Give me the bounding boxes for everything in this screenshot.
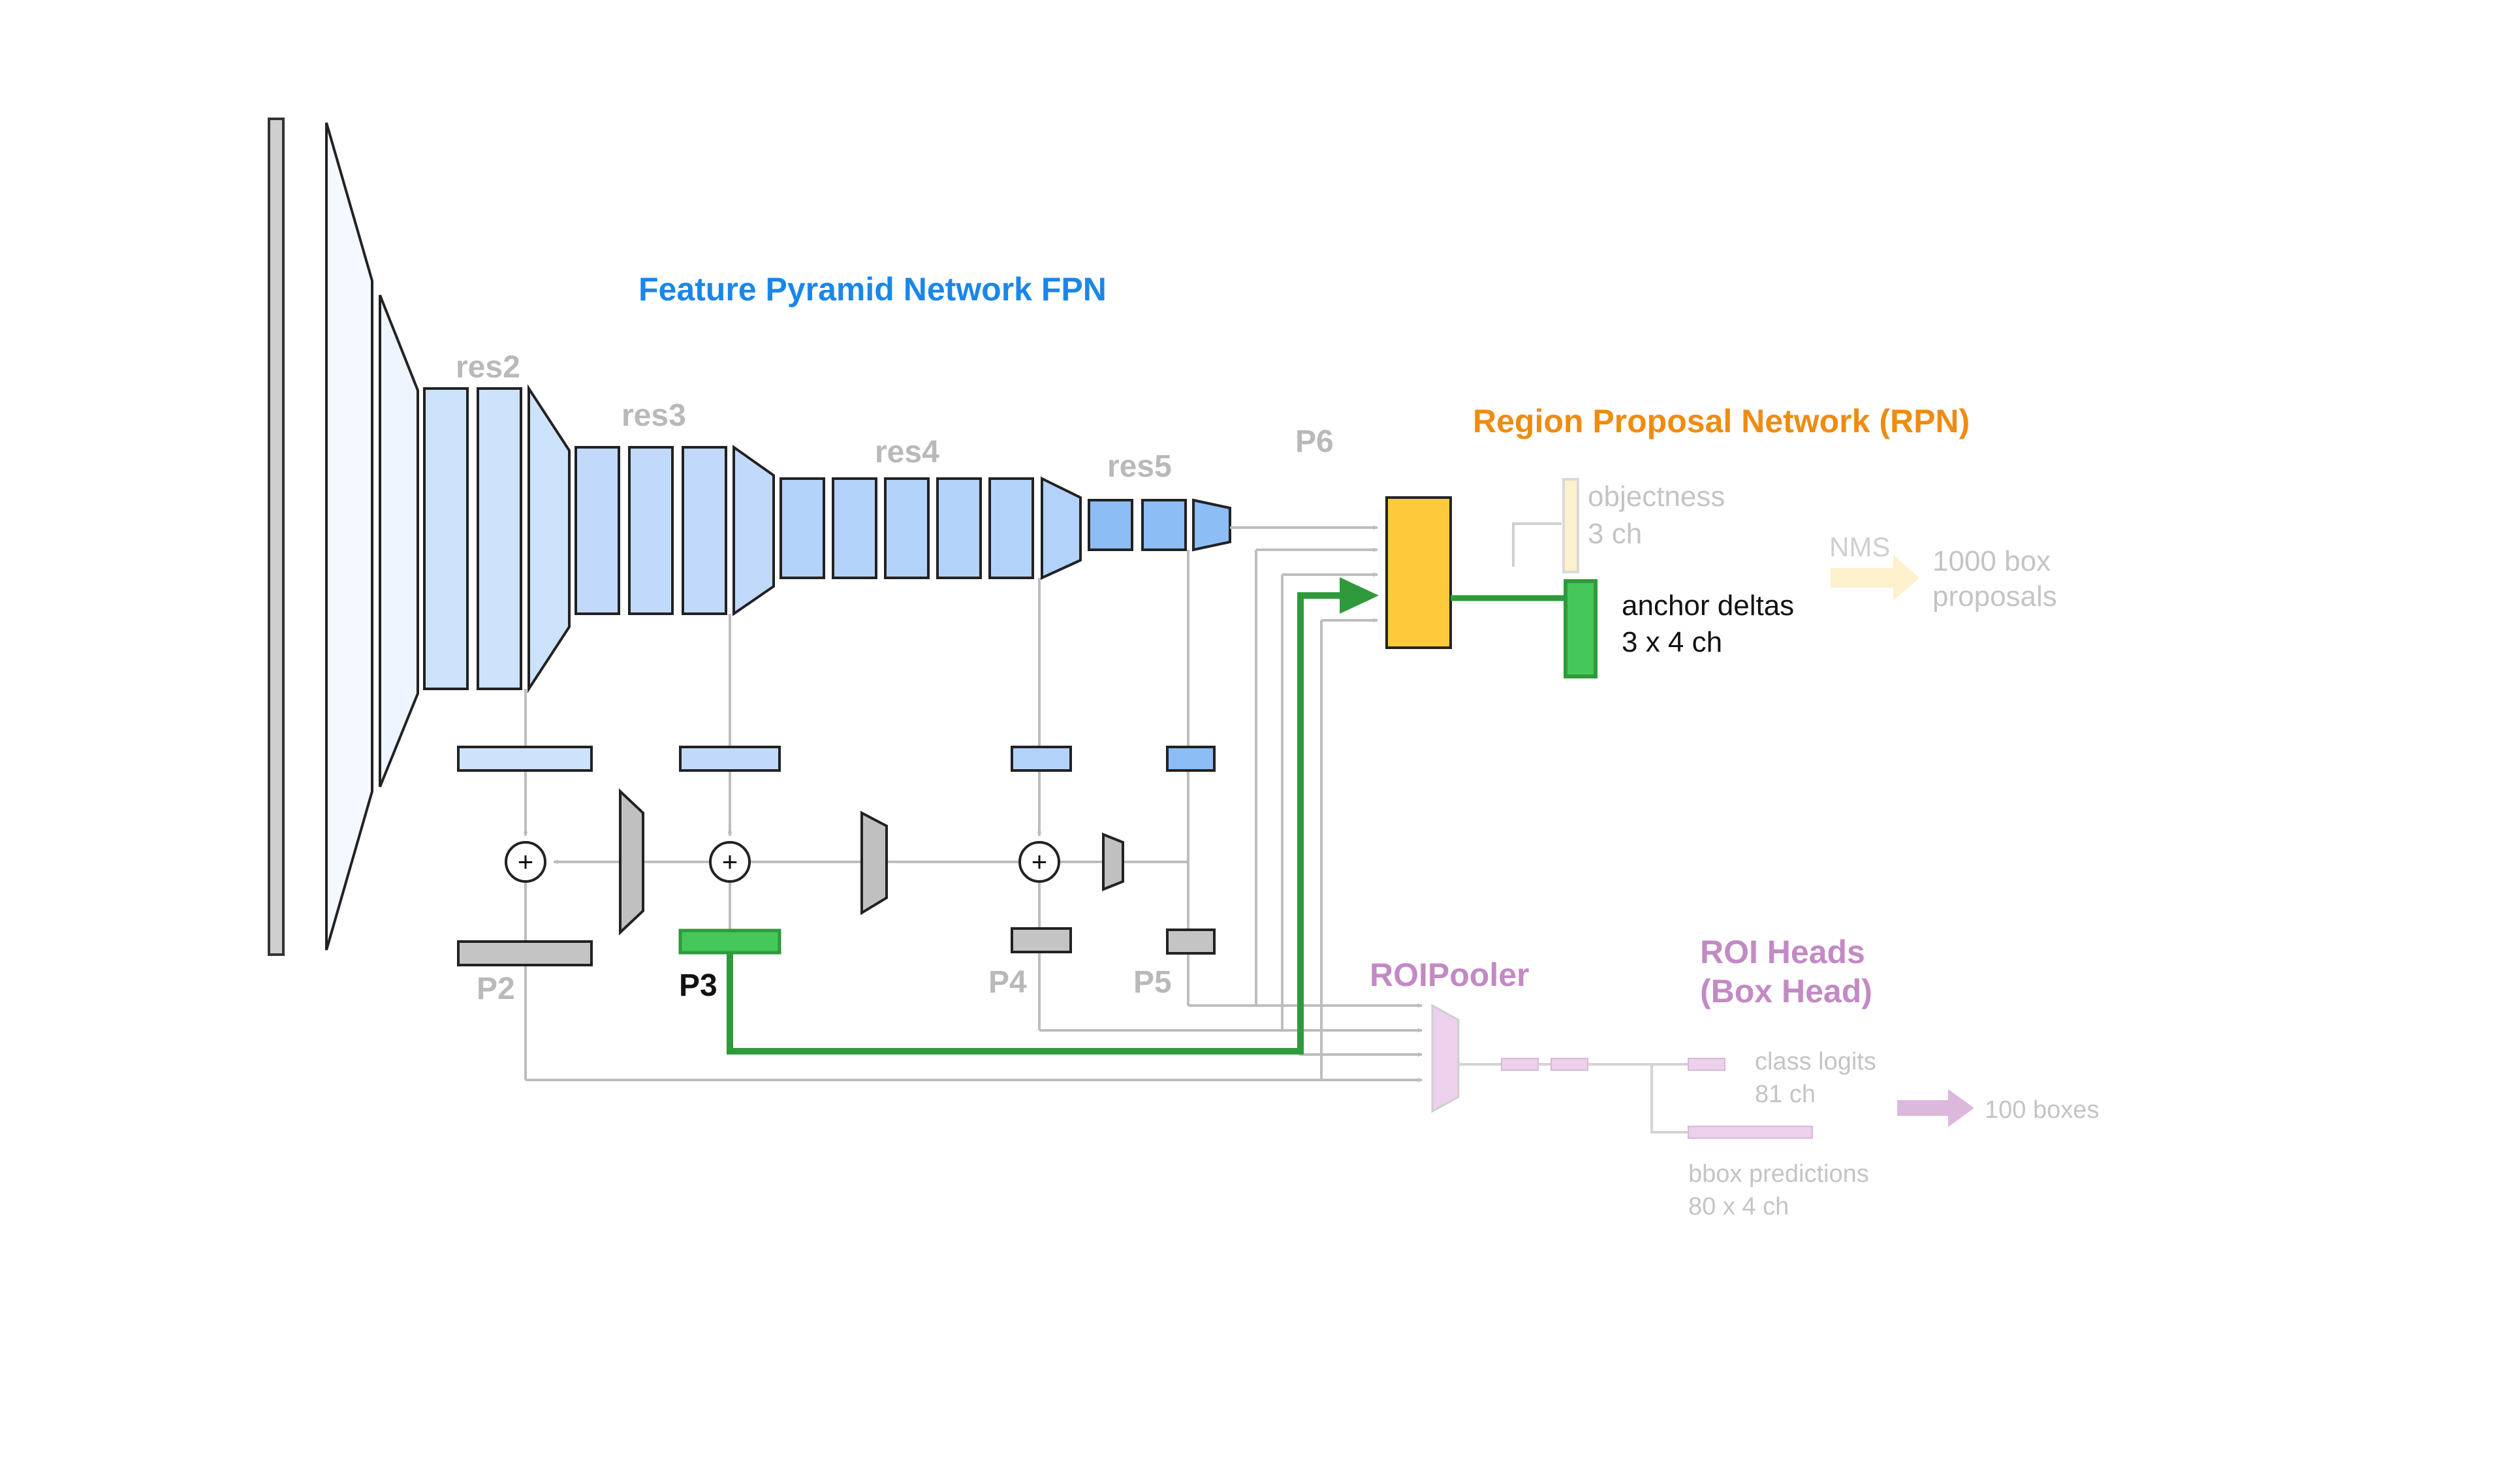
lateral-conv-p2 bbox=[457, 746, 593, 772]
sum-node-p4-symbol: + bbox=[1032, 846, 1048, 877]
res3-label: res3 bbox=[622, 398, 686, 433]
res4-downsample bbox=[1041, 476, 1082, 580]
boxes-label: 100 boxes bbox=[1985, 1096, 2099, 1124]
res5-downsample bbox=[1192, 498, 1231, 552]
box-head-fc1 bbox=[1501, 1058, 1539, 1071]
res2-stage bbox=[423, 384, 571, 693]
res4-label: res4 bbox=[875, 435, 939, 469]
p4-label: P4 bbox=[988, 965, 1027, 1000]
fpn-title: Feature Pyramid Network FPN bbox=[638, 271, 1107, 308]
sum-node-p4 bbox=[1018, 841, 1060, 883]
objectness-channels: 3 ch bbox=[1588, 518, 1642, 550]
output-conv-p2 bbox=[457, 940, 593, 966]
stem-trapezoid bbox=[325, 122, 373, 951]
p3-label: P3 bbox=[679, 968, 717, 1003]
labels: Feature Pyramid Network FPN Region Propo… bbox=[456, 271, 2099, 1220]
roi-heads bbox=[1431, 1004, 1974, 1139]
objectness-output bbox=[1562, 478, 1579, 573]
rpn-head bbox=[1385, 496, 1452, 649]
nms-arrow bbox=[1831, 555, 1919, 601]
res2-block bbox=[423, 387, 469, 690]
upsample-p5-to-p4 bbox=[1102, 833, 1124, 891]
fpn-connections bbox=[523, 525, 1423, 1083]
res4-block bbox=[832, 477, 877, 579]
sum-node-p2 bbox=[505, 841, 546, 883]
roi-heads-subtitle: (Box Head) bbox=[1700, 973, 1872, 1009]
rpn bbox=[1385, 478, 1919, 678]
lateral-conv-p4 bbox=[1011, 746, 1072, 772]
upsample-p3-to-p2 bbox=[619, 788, 644, 936]
sum-node-p3-symbol: + bbox=[722, 846, 738, 877]
fpn-output-convs bbox=[457, 927, 1216, 966]
p2-label: P2 bbox=[477, 972, 515, 1006]
res3-stage bbox=[575, 445, 775, 616]
p3-arrowhead bbox=[1340, 577, 1379, 614]
res2-downsample bbox=[528, 384, 571, 693]
bbox-pred-channels: 80 x 4 ch bbox=[1688, 1193, 1789, 1220]
res5-stage bbox=[1088, 498, 1231, 552]
fpn-upsample bbox=[619, 788, 1124, 936]
bbox-pred-label: bbox predictions bbox=[1688, 1160, 1869, 1188]
res2-block bbox=[477, 387, 522, 690]
sum-node-p3 bbox=[709, 841, 751, 883]
class-logits-output bbox=[1688, 1058, 1725, 1071]
output-conv-p5 bbox=[1166, 928, 1216, 955]
res5-label: res5 bbox=[1107, 449, 1172, 484]
proposals-label: 1000 box bbox=[1932, 545, 2051, 577]
sum-node-p2-symbol: + bbox=[518, 846, 534, 877]
backbone bbox=[268, 118, 1231, 956]
output-conv-p4 bbox=[1011, 927, 1072, 953]
res4-stage bbox=[780, 476, 1082, 580]
upsample-p4-to-p3 bbox=[860, 810, 888, 915]
fpn-sums: + + + bbox=[505, 841, 1060, 883]
res4-block bbox=[780, 477, 825, 579]
p6-label: P6 bbox=[1295, 424, 1334, 459]
res4-block bbox=[884, 477, 930, 579]
class-logits-channels: 81 ch bbox=[1755, 1081, 1816, 1108]
stem-trapezoid-2 bbox=[379, 294, 419, 787]
boxes-arrow bbox=[1897, 1089, 1974, 1127]
res4-block bbox=[988, 477, 1034, 579]
anchor-deltas-channels: 3 x 4 ch bbox=[1622, 626, 1722, 658]
box-head-fc2 bbox=[1551, 1058, 1588, 1071]
rpn-title: Region Proposal Network (RPN) bbox=[1473, 403, 1970, 439]
res3-block bbox=[628, 446, 674, 615]
anchor-deltas-label: anchor deltas bbox=[1622, 590, 1794, 622]
p3-highlight-path bbox=[727, 577, 1379, 1055]
output-conv-p3 bbox=[678, 928, 781, 955]
nms-label: NMS bbox=[1829, 532, 1890, 562]
lateral-conv-p5 bbox=[1166, 746, 1216, 772]
objectness-label: objectness bbox=[1588, 481, 1725, 513]
class-logits-label: class logits bbox=[1755, 1048, 1876, 1075]
roi-pooler-shape bbox=[1431, 1004, 1460, 1113]
res2-label: res2 bbox=[456, 350, 520, 385]
proposals-sublabel: proposals bbox=[1932, 580, 2057, 612]
lateral-conv-p3 bbox=[679, 746, 781, 772]
bbox-pred-output bbox=[1688, 1126, 1813, 1139]
res3-block bbox=[575, 446, 620, 615]
roi-pooler-label: ROIPooler bbox=[1370, 957, 1529, 993]
p5-label: P5 bbox=[1133, 965, 1172, 1000]
res4-block bbox=[936, 477, 982, 579]
res3-downsample bbox=[732, 445, 775, 616]
input-image-bar bbox=[268, 118, 285, 956]
res5-block bbox=[1141, 499, 1187, 551]
res5-block bbox=[1088, 499, 1133, 551]
anchor-deltas-output bbox=[1564, 579, 1598, 678]
res3-block bbox=[682, 446, 727, 615]
fpn-lateral-convs bbox=[457, 746, 1216, 772]
roi-heads-title: ROI Heads bbox=[1700, 934, 1865, 970]
